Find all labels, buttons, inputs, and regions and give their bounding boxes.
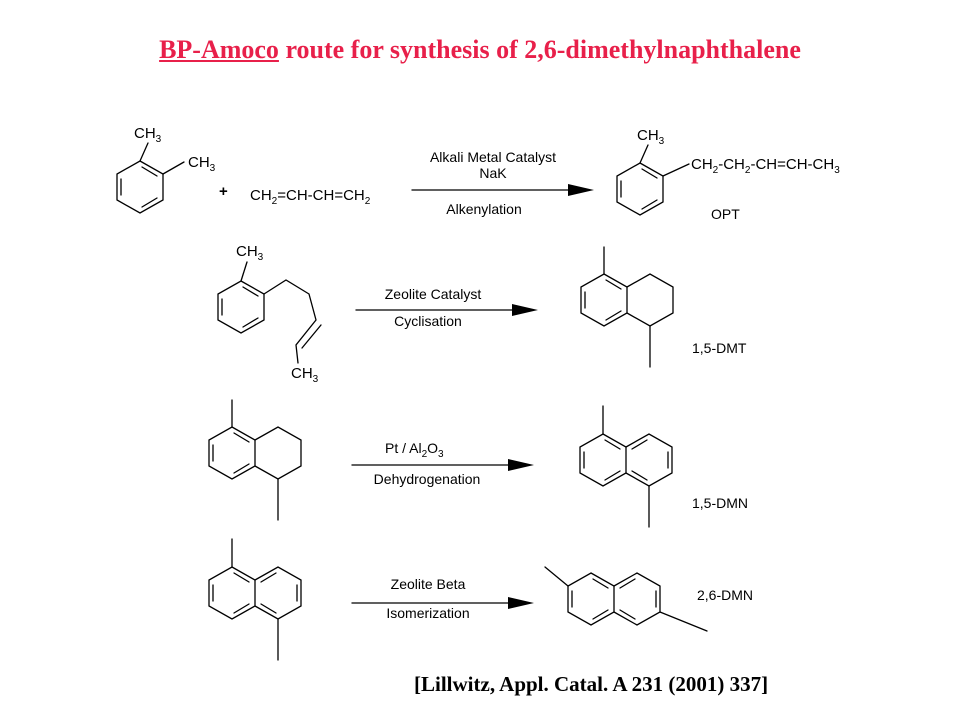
dmn15-reactant-structure <box>208 538 302 661</box>
dmn26-double-2 <box>592 609 609 620</box>
opt-skeletal-methyl-top: CH3 <box>236 243 264 263</box>
dmn26-double-6 <box>619 609 636 620</box>
opt-skeletal-chain <box>263 279 317 364</box>
arrowhead-step-1 <box>568 184 594 196</box>
dmt-reactant-saturated-ring <box>254 426 302 480</box>
process-step-4: Isomerization <box>386 605 469 621</box>
dmn26-methyl-right <box>659 611 708 632</box>
dmt-reactant-aromatic-ring <box>208 426 256 480</box>
opt-skeletal-ring <box>217 280 265 334</box>
dmt-double-bond-2 <box>605 310 622 321</box>
opt-methyl: CH3 <box>637 127 665 147</box>
plus-sign: + <box>219 183 228 200</box>
product-label-dmn15: 1,5-DMN <box>692 495 748 511</box>
citation: [Lillwitz, Appl. Catal. A 231 (2001) 337… <box>414 672 769 696</box>
dmn15-double-5 <box>631 439 648 450</box>
catalyst-step-1-line-2: NaK <box>479 165 507 181</box>
catalyst-step-4: Zeolite Beta <box>391 576 466 592</box>
dmt-aromatic-ring <box>580 273 628 327</box>
dmn15-double-6 <box>631 470 648 481</box>
dmn15-reactant-double-6 <box>260 603 277 614</box>
dmn15-reactant-double-5 <box>260 572 277 583</box>
arrowhead-step-4 <box>508 597 534 609</box>
dmn26-right-ring <box>613 572 661 626</box>
opt-skeletal-chain-double <box>301 324 322 349</box>
dmn26-left-ring <box>567 572 615 626</box>
dmn15-reactant-double-2 <box>233 603 250 614</box>
o-xylene-structure <box>116 142 185 214</box>
dmn15-double-2 <box>604 470 621 481</box>
arrowhead-step-3 <box>508 459 534 471</box>
opt-skeletal-structure <box>217 261 322 364</box>
product-label-dmt: 1,5-DMT <box>692 340 747 356</box>
opt-skeletal-double-2 <box>242 317 259 328</box>
process-step-2: Cyclisation <box>394 313 462 329</box>
product-label-opt: OPT <box>711 206 740 222</box>
opt-skeletal-methyl-bottom: CH3 <box>291 365 319 385</box>
opt-skeletal-methyl-bond <box>240 261 248 282</box>
dmn26-double-5 <box>619 578 636 589</box>
page-title: BP-Amoco route for synthesis of 2,6-dime… <box>0 34 960 66</box>
dmt-structure <box>580 246 674 368</box>
opt-structure <box>616 144 690 216</box>
xylene-double-bond-3 <box>141 166 158 177</box>
process-step-3: Dehydrogenation <box>374 471 481 487</box>
xylene-double-bond-2 <box>141 197 158 208</box>
dmn15-reactant-double-3 <box>233 572 250 583</box>
arrowhead-step-2 <box>512 304 538 316</box>
dmt-saturated-ring <box>626 273 674 327</box>
product-label-dmn26: 2,6-DMN <box>697 587 753 603</box>
opt-skeletal-double-3 <box>242 286 259 297</box>
dmn15-structure <box>579 405 673 528</box>
catalyst-step-2: Zeolite Catalyst <box>385 286 482 302</box>
process-step-1: Alkenylation <box>446 201 522 217</box>
dmn15-left-ring <box>579 433 627 487</box>
opt-double-bond-2 <box>641 199 658 210</box>
dmn26-double-3 <box>592 578 609 589</box>
opt-chain-bond <box>662 163 690 177</box>
dmt-reactant-structure <box>208 399 302 521</box>
dmn15-reactant-left-ring <box>208 566 256 620</box>
opt-chain-formula: CH2-CH2-CH=CH-CH3 <box>691 156 840 176</box>
butadiene-formula: CH2=CH-CH=CH2 <box>250 187 371 207</box>
dmn15-reactant-right-ring <box>254 566 302 620</box>
xylene-methyl-bond-1 <box>139 142 149 162</box>
opt-ring <box>616 162 664 216</box>
dmn15-right-ring <box>625 433 673 487</box>
dmn26-methyl-left <box>544 566 569 587</box>
catalyst-step-1-line-1: Alkali Metal Catalyst <box>430 149 556 165</box>
title-rest: route for synthesis of 2,6-dimethylnapht… <box>278 35 801 64</box>
xylene-methyl-2: CH3 <box>188 154 216 174</box>
dmn26-structure <box>544 566 708 632</box>
catalyst-step-3: Pt / Al2O3 <box>385 440 444 460</box>
dmt-reactant-double-3 <box>233 432 250 443</box>
dmt-double-bond-3 <box>605 279 622 290</box>
dmt-reactant-double-2 <box>233 463 250 474</box>
title-underlined: BP-Amoco <box>159 35 279 64</box>
xylene-ring <box>116 160 164 214</box>
opt-double-bond-3 <box>641 168 658 179</box>
dmn15-double-3 <box>604 439 621 450</box>
xylene-methyl-1: CH3 <box>134 125 162 145</box>
opt-methyl-bond <box>639 144 649 164</box>
xylene-methyl-bond-2 <box>162 161 185 175</box>
